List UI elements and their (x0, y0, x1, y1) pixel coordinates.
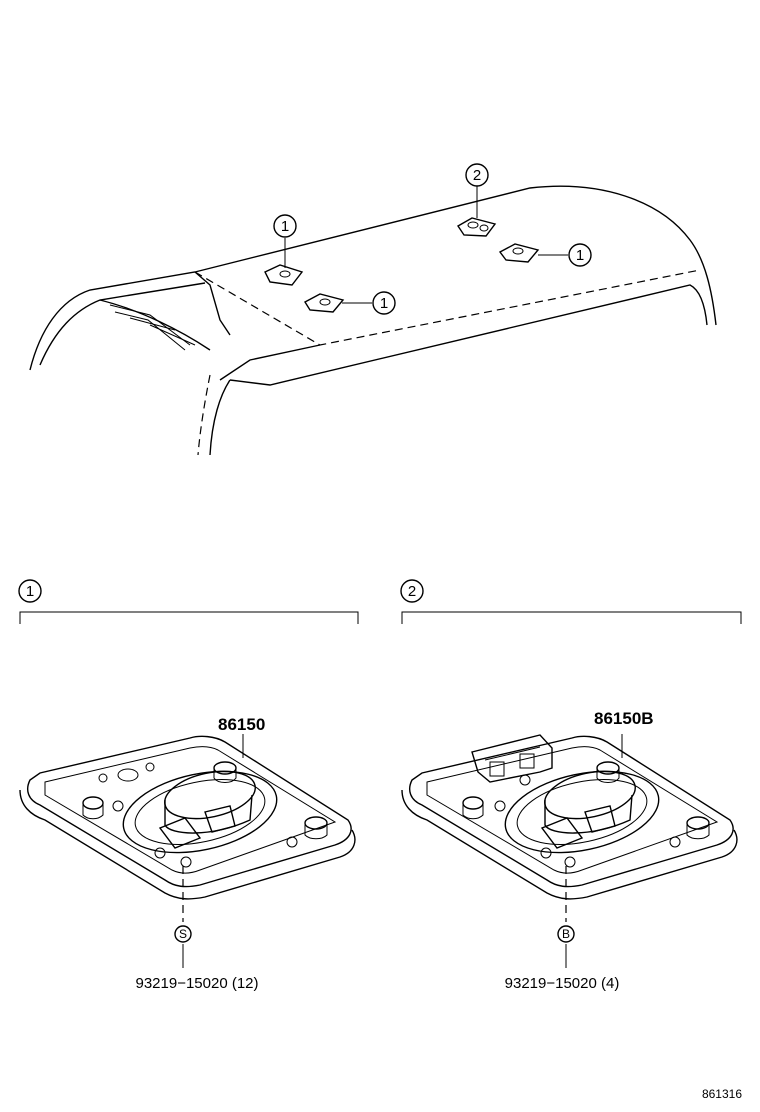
part-number-86150b: 86150B (594, 709, 654, 728)
fastener-label-1: 93219−15020 (12) (135, 975, 258, 992)
roof-speaker-pad-right-front (457, 217, 497, 237)
figure-id: 861316 (702, 1087, 742, 1101)
roof-speaker-pad-right-rear (498, 243, 540, 263)
svg-text:1: 1 (380, 295, 388, 312)
part-number-86150: 86150 (218, 715, 265, 734)
svg-text:1: 1 (576, 247, 584, 264)
callout-1-mid: 1 (372, 291, 396, 315)
fastener-symbol-b: B (562, 927, 570, 941)
roof-speaker-pad-left-rear (304, 293, 345, 313)
fastener-label-2: 93219−15020 (4) (505, 975, 620, 992)
svg-text:2: 2 (408, 583, 416, 600)
vehicle-roof-illustration: 1 1 2 1 (29, 163, 717, 456)
callout-1-right: 1 (568, 243, 592, 267)
callout-2-top: 2 (465, 163, 489, 187)
section-1-header: 1 (18, 579, 359, 624)
section-2-header: 2 (400, 579, 742, 624)
svg-text:1: 1 (281, 218, 289, 235)
svg-text:1: 1 (26, 583, 34, 600)
fastener-symbol-s: S (179, 927, 187, 941)
speaker-assembly-86150: 86150 S 93219−15020 (12) (19, 715, 356, 992)
speaker-assembly-86150b: 86150B B 93219−15020 (4) (401, 709, 738, 992)
callout-1-top: 1 (273, 214, 297, 238)
svg-text:2: 2 (473, 167, 481, 184)
roof-speaker-pad-left-front (264, 264, 304, 286)
